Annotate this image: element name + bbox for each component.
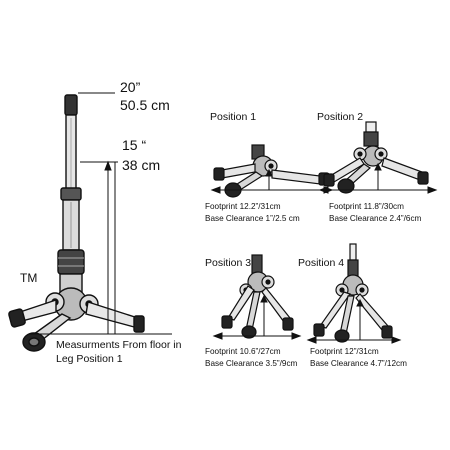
position-2-label: Position 2 [317,111,364,123]
position-4-footprint: Footprint 12”/31cm [310,347,379,356]
position-2-footprint: Footprint 11.8”/30cm [329,202,404,211]
position-2-dimensions [318,162,438,194]
position-1-label: Position 1 [210,111,257,123]
position-3-label: Position 3 [205,257,252,269]
position-3-illustration [221,254,294,339]
position-2-clearance: Base Clearance 2.4”/6cm [329,214,422,223]
height-extended-inches: 20” [120,79,141,95]
tall-stand-illustration [8,94,145,352]
height-extended-cm: 50.5 cm [120,97,170,113]
trademark-label: TM [20,271,38,285]
height-dimension-lines [30,92,172,335]
position-1-illustration [213,144,330,198]
position-3-dimensions [212,294,302,340]
position-4-illustration [313,243,393,343]
position-1-clearance: Base Clearance 1”/2.5 cm [205,214,300,223]
position-2-illustration [323,121,429,194]
position-4-dimensions [306,298,402,344]
height-collapsed-cm: 38 cm [122,157,161,173]
position-1-footprint: Footprint 12.2”/31cm [205,202,281,211]
position-4-label: Position 4 [298,257,345,269]
position-3-clearance: Base Clearance 3.5”/9cm [205,359,298,368]
measurement-note: Measurments From floor in Leg Position 1 [56,339,182,365]
height-collapsed-inches: 15 “ [122,137,147,153]
position-3-footprint: Footprint 10.6”/27cm [205,347,281,356]
position-4-clearance: Base Clearance 4.7”/12cm [310,359,407,368]
